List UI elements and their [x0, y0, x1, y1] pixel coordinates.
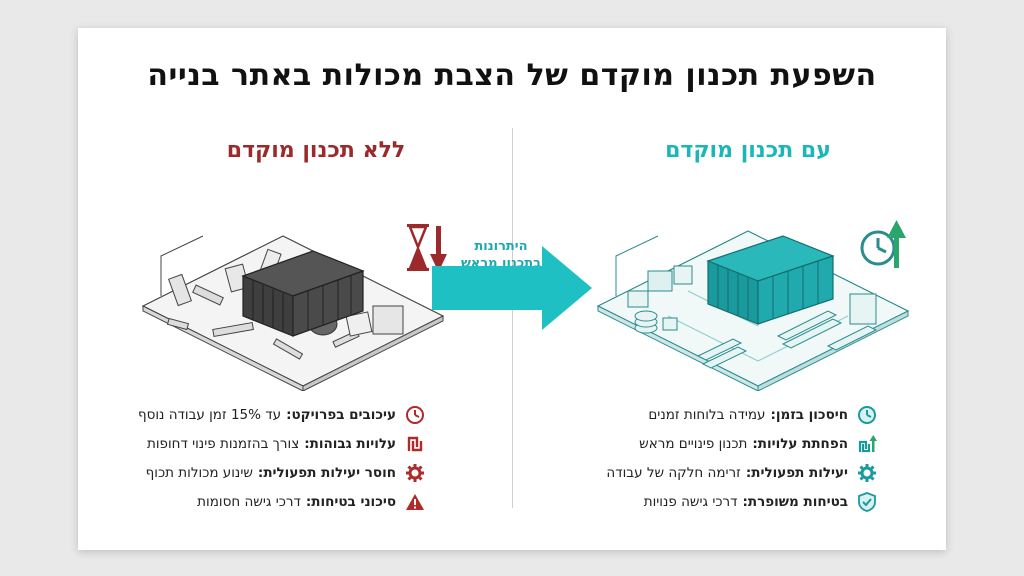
item-text: דרכי גישה חסומות [197, 493, 301, 510]
page-title: השפעת תכנון מוקדם של הצבת מכולות באתר בנ… [147, 58, 877, 93]
item-text: צורך בהזמנות פינוי דחופות [146, 435, 300, 452]
item-text: תכנון פינויים מראש [639, 435, 748, 452]
list-item: יעילות תפעולית: זרימה חלקה של עבודה [548, 458, 878, 487]
list-item: חיסכון בזמן: עמידה בלוחות זמנים [548, 400, 878, 429]
center-divider [512, 128, 513, 508]
item-title: חוסר יעילות תפעולית: [257, 464, 396, 481]
organized-site-illustration [596, 220, 910, 391]
arrow-label-line1: היתרונות [474, 239, 528, 254]
list-item: בטיחות משופרת: דרכי גישה פנויות [548, 487, 878, 516]
infographic-card: השפעת תכנון מוקדם של הצבת מכולות באתר בנ… [78, 28, 946, 550]
messy-site-illustration [141, 224, 447, 391]
item-text: דרכי גישה פנויות [643, 493, 738, 510]
list-item: חוסר יעילות תפעולית: שינוע מכולות תכוף [96, 458, 426, 487]
clock-icon [856, 404, 878, 426]
hourglass-down-icon [407, 224, 447, 272]
benefits-arrow: היתרונות בתכנון מראש [426, 218, 598, 338]
item-title: עיכובים בפרויקט: [286, 406, 396, 423]
clock-icon [404, 404, 426, 426]
item-text: עמידה בלוחות זמנים [648, 406, 766, 423]
list-item: עלויות גבוהות: צורך בהזמנות פינוי דחופות [96, 429, 426, 458]
list-item: סיכוני בטיחות: דרכי גישה חסומות [96, 487, 426, 516]
item-text: שינוע מכולות תכוף [145, 464, 253, 481]
gear-icon [404, 462, 426, 484]
shekel-icon [404, 433, 426, 455]
with-planning-list: חיסכון בזמן: עמידה בלוחות זמנים הפחתת על… [548, 400, 878, 516]
item-title: עלויות גבוהות: [304, 435, 396, 452]
without-planning-list: עיכובים בפרויקט: עד 15% זמן עבודה נוסף ע… [96, 400, 426, 516]
arrow-shape [432, 246, 592, 330]
item-title: בטיחות משופרת: [742, 493, 848, 510]
clock-up-icon [860, 220, 906, 268]
item-title: חיסכון בזמן: [770, 406, 848, 423]
right-heading: עם תכנון מוקדם [665, 138, 831, 163]
item-title: סיכוני בטיחות: [305, 493, 396, 510]
item-title: יעילות תפעולית: [745, 464, 848, 481]
list-item: עיכובים בפרויקט: עד 15% זמן עבודה נוסף [96, 400, 426, 429]
gear-icon [856, 462, 878, 484]
item-title: הפחתת עלויות: [752, 435, 848, 452]
warning-icon [404, 491, 426, 513]
item-text: עד 15% זמן עבודה נוסף [137, 406, 282, 423]
shield-check-icon [856, 491, 878, 513]
shekel-up-icon [856, 433, 878, 455]
item-text: זרימה חלקה של עבודה [606, 464, 741, 481]
list-item: הפחתת עלויות: תכנון פינויים מראש [548, 429, 878, 458]
left-heading: ללא תכנון מוקדם [226, 138, 406, 163]
